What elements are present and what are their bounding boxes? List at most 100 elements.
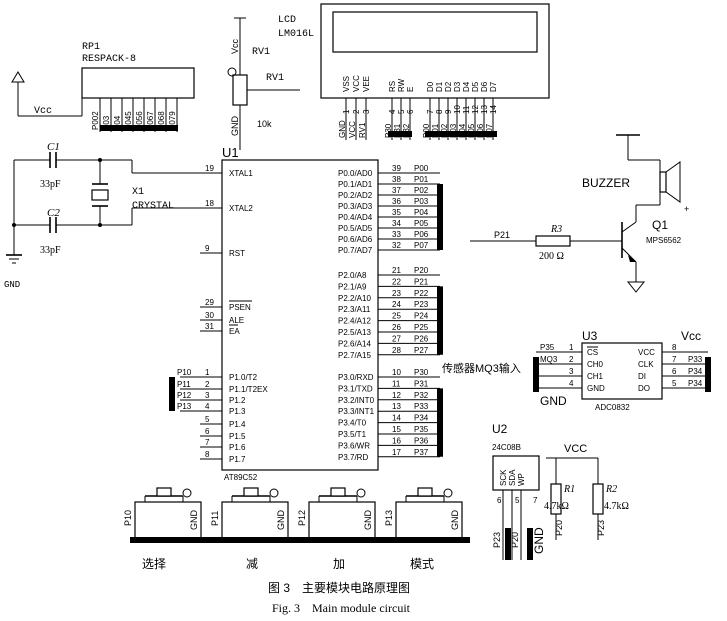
eeprom-net-2: P20 xyxy=(510,532,520,548)
rv1-ref: RV1 xyxy=(252,47,270,58)
mcu-pin-name: XTAL1 xyxy=(229,169,253,178)
eeprom-body xyxy=(492,455,540,491)
mcu-net-label: P21 xyxy=(414,277,429,286)
mcu-pin-name: P2.6/A14 xyxy=(338,339,371,348)
r2-value: 4.7kΩ xyxy=(604,501,629,512)
lcd-pin-name: D2 xyxy=(444,81,453,92)
adc-pin-number: 3 xyxy=(569,367,574,376)
r2-body xyxy=(592,483,604,515)
mcu-net-label: P37 xyxy=(414,448,429,457)
button-actuator-icon xyxy=(356,488,366,498)
lcd-pin-number: 2 xyxy=(352,109,361,114)
adc-pin-name: CH1 xyxy=(587,372,604,381)
r3-body xyxy=(535,235,571,247)
mcu-pin-number: 28 xyxy=(392,346,401,355)
adc-pin-name: CS xyxy=(587,348,598,357)
lcd-net-label: P02 xyxy=(440,123,449,138)
eeprom-vcc: VCC xyxy=(564,443,587,455)
mcu-pin-name: P0.3/AD3 xyxy=(338,202,373,211)
lcd-net-label: P00 xyxy=(422,123,431,138)
x1-part: CRYSTAL xyxy=(132,201,174,212)
buzzer-label: BUZZER xyxy=(582,176,630,190)
lcd-net-label: P31 xyxy=(393,123,402,138)
buzzer-net: P21 xyxy=(494,230,510,240)
mcu-net-label: P27 xyxy=(414,346,429,355)
mcu-net-label: P22 xyxy=(414,289,429,298)
mcu-net-label: P00 xyxy=(414,164,429,173)
lcd-net-label: P06 xyxy=(476,123,485,138)
adc-net-label: P34 xyxy=(688,367,703,376)
lcd-net-label: VCC xyxy=(348,121,357,138)
lcd-net-label: RV1 xyxy=(358,122,367,138)
mcu-net-label: P12 xyxy=(177,391,192,400)
mcu-net-label: P20 xyxy=(414,266,429,275)
mcu-part: AT89C52 xyxy=(224,473,258,482)
mcu-pin-name: XTAL2 xyxy=(229,204,253,213)
mcu-pin-name: P2.5/A13 xyxy=(338,328,371,337)
eeprom-pin-name: SDA xyxy=(508,469,517,486)
mcu-net-label: P05 xyxy=(414,219,429,228)
button-cap xyxy=(156,487,172,497)
rp1-pin-label: P056 xyxy=(135,111,144,130)
adc-pin-name: DO xyxy=(638,384,650,393)
rp1-pin-label: P045 xyxy=(124,111,133,130)
lcd-pin-number: 1 xyxy=(342,109,351,114)
eeprom-pin-number: 5 xyxy=(515,496,520,505)
mcu-pin-name: P0.6/AD6 xyxy=(338,235,373,244)
lcd-net-label: P04 xyxy=(458,123,467,138)
adc-net-label: P33 xyxy=(688,355,703,364)
adc-pin-number: 2 xyxy=(569,355,574,364)
ground-icon xyxy=(626,281,646,293)
mcu-body xyxy=(221,159,379,471)
button-net-label: P13 xyxy=(384,510,394,526)
mcu-pin-name: P3.1/TXD xyxy=(338,384,373,393)
mcu-pin-name: P2.3/A11 xyxy=(338,305,371,314)
adc-gnd: GND xyxy=(540,394,567,408)
mcu-pin-number: 13 xyxy=(392,402,401,411)
r1-ref: R1 xyxy=(563,484,575,495)
mcu-pin-name: ALE xyxy=(229,316,244,325)
mcu-pin-number: 37 xyxy=(392,186,401,195)
mcu-pin-name: P3.6/WR xyxy=(338,441,370,450)
mcu-pin-name: P1.7 xyxy=(229,455,246,464)
mcu-pin-number: 31 xyxy=(205,322,214,331)
mcu-pin-number: 9 xyxy=(205,244,210,253)
rv1-gnd: GND xyxy=(230,116,240,137)
mcu-pin-name: P2.1/A9 xyxy=(338,282,367,291)
mcu-pin-number: 24 xyxy=(392,300,401,309)
mcu-pin-number: 26 xyxy=(392,323,401,332)
mcu-pin-name: P0.1/AD1 xyxy=(338,180,373,189)
r1-net: P20 xyxy=(554,520,564,536)
lcd-pin-name: D1 xyxy=(435,81,444,92)
mcu-net-label: P33 xyxy=(414,402,429,411)
mcu-pin-number: 39 xyxy=(392,164,401,173)
lcd-net-label: GND xyxy=(338,120,347,138)
button-label: 模式 xyxy=(410,557,434,571)
button-actuator-icon xyxy=(269,488,279,498)
mcu-pin-name: P0.7/AD7 xyxy=(338,246,373,255)
rp1-part: RESPACK-8 xyxy=(82,54,136,65)
adc-pin-number: 8 xyxy=(672,343,677,352)
mcu-pin-number: 1 xyxy=(205,368,210,377)
mcu-net-label: P34 xyxy=(414,414,429,423)
mcu-net-label: P11 xyxy=(177,380,191,389)
lcd-net-label: P07 xyxy=(485,123,494,138)
lcd-pin-number: 11 xyxy=(462,105,471,114)
caption-en: Fig. 3 Main module circuit xyxy=(272,601,411,615)
mcu-pin-number: 21 xyxy=(392,266,401,275)
mcu-pin-number: 36 xyxy=(392,197,401,206)
rp1-body xyxy=(81,67,195,99)
eeprom-gnd: GND xyxy=(532,527,546,554)
c2-value: 33pF xyxy=(40,245,61,256)
crystal-body xyxy=(91,189,109,201)
adc-pin-name: CLK xyxy=(638,360,654,369)
button-gnd-label: GND xyxy=(189,510,199,531)
mcu-pin-number: 38 xyxy=(392,175,401,184)
rp1-ref: RP1 xyxy=(82,42,100,53)
mcu-pin-name: P1.2 xyxy=(229,396,246,405)
mcu-pin-number: 30 xyxy=(205,311,214,320)
buzzer-body xyxy=(659,171,667,193)
